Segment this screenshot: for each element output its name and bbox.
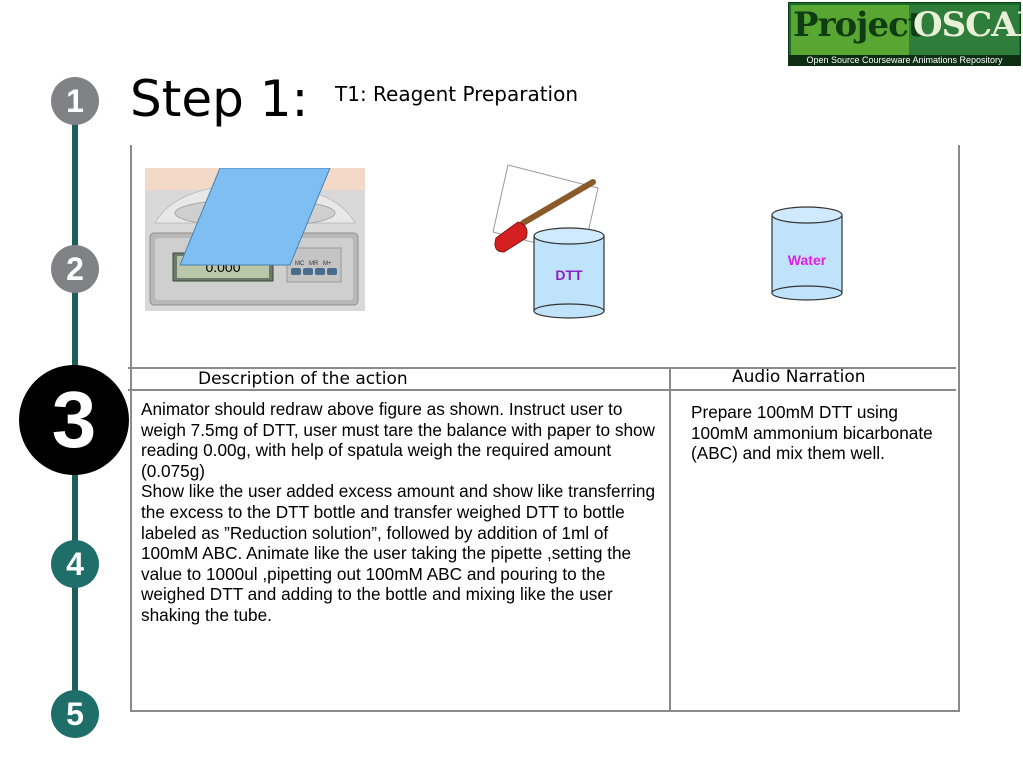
table-right-border <box>958 145 960 712</box>
step-2-marker[interactable]: 2 <box>51 245 99 293</box>
logo-right-panel <box>909 5 1019 55</box>
logo-word-oscar: OSCAR <box>913 5 1023 45</box>
water-bottle-label: Water <box>788 252 827 268</box>
balance-button-mplus: M+ <box>323 261 332 267</box>
step-3-marker-active[interactable]: 3 <box>19 365 129 475</box>
table-column-divider <box>669 368 671 712</box>
weighing-balance-illustration: 0.000 MC MR M+ <box>145 168 365 311</box>
balance-button-mr: MR <box>309 261 319 267</box>
table-header-bottom-border <box>128 389 956 391</box>
description-text: Animator should redraw above figure as s… <box>141 399 655 625</box>
logo-subtitle: Open Source Courseware Animations Reposi… <box>789 55 1020 66</box>
page-title: Step 1: <box>130 70 309 128</box>
dtt-bottle-label: DTT <box>555 267 583 283</box>
table-header-top-border <box>128 367 956 369</box>
step-1-marker[interactable]: 1 <box>51 77 99 125</box>
balance-button-mc: MC <box>295 261 305 267</box>
table-bottom-border <box>132 710 960 712</box>
page-subtitle: T1: Reagent Preparation <box>335 82 579 106</box>
step-4-marker[interactable]: 4 <box>51 540 99 588</box>
logo-word-project: Project <box>793 5 923 45</box>
description-column-header: Description of the action <box>198 369 408 389</box>
step-5-marker[interactable]: 5 <box>51 690 99 738</box>
water-bottle-illustration: Water <box>771 206 843 301</box>
table-left-border <box>130 145 132 712</box>
audio-narration-text: Prepare 100mM DTT using 100mM ammonium b… <box>691 402 933 464</box>
spatula-and-dtt-bottle-illustration: DTT <box>492 164 605 319</box>
project-oscar-logo: Project OSCAR Open Source Courseware Ani… <box>788 2 1023 66</box>
logo-left-panel <box>791 5 909 55</box>
audio-narration-column-header: Audio Narration <box>732 367 866 387</box>
